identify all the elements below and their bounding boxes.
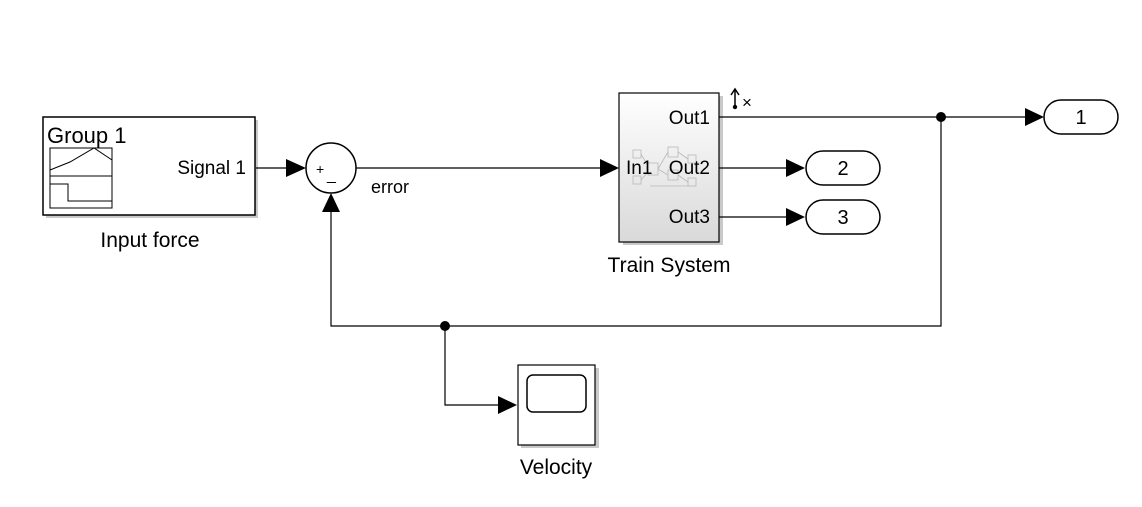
signal-builder-caption[interactable]: Input force (100, 229, 199, 252)
error-signal-label: error (371, 177, 409, 197)
train-system-output-port-3: Out3 (669, 207, 710, 228)
outport-block-3[interactable]: 3 (805, 199, 881, 235)
train-system-output-port-2: Out2 (669, 158, 710, 179)
signal-line-input[interactable] (256, 159, 306, 177)
outport-3-number: 3 (837, 207, 848, 229)
signal-builder-block[interactable]: Group 1 Signal 1 (42, 116, 258, 218)
signal-line-error[interactable] (356, 159, 619, 177)
sum-minus-sign: _ (326, 167, 337, 184)
train-system-subsystem[interactable]: In1 Out1 Out2 Out3 (618, 92, 723, 245)
train-system-caption[interactable]: Train System (608, 254, 731, 277)
outport-1-number: 1 (1075, 107, 1086, 129)
subsystem-preview-icon (632, 146, 697, 187)
signal-line-scope[interactable] (444, 326, 517, 414)
annotation-close-marker: × (742, 93, 752, 112)
sum-plus-sign: + (316, 161, 324, 177)
sum-block[interactable]: + _ (305, 142, 357, 194)
signal-line-out2[interactable] (719, 159, 805, 177)
signal-builder-port-label: Signal 1 (177, 158, 246, 179)
outport-block-1[interactable]: 1 (1043, 99, 1119, 135)
signal-builder-icon (49, 147, 113, 209)
scope-caption[interactable]: Velocity (520, 456, 593, 479)
signal-builder-header: Group 1 (47, 123, 127, 148)
outport-block-2[interactable]: 2 (805, 150, 881, 186)
signal-line-out1[interactable] (719, 108, 1044, 126)
signal-line-out3[interactable] (719, 208, 805, 226)
train-system-input-port: In1 (626, 158, 652, 179)
scope-block[interactable] (517, 364, 599, 448)
signal-logging-marker-icon[interactable]: × (730, 87, 752, 112)
train-system-output-port-1: Out1 (669, 108, 710, 129)
scope-screen-icon (526, 374, 587, 413)
outport-2-number: 2 (837, 158, 848, 180)
